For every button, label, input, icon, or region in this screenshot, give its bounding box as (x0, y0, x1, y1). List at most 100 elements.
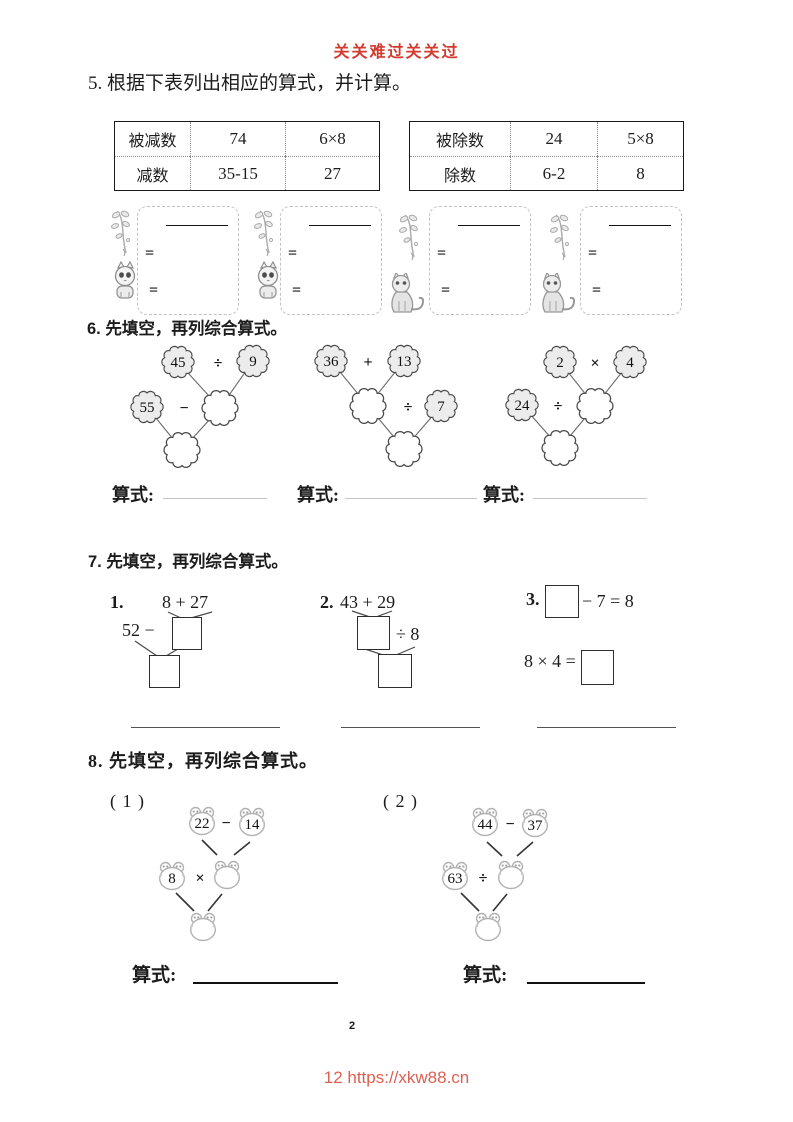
formula-write-line[interactable] (193, 982, 338, 984)
empty-bubble[interactable] (385, 431, 423, 467)
table-cell: 27 (285, 156, 379, 190)
equals-sign: = (592, 282, 602, 299)
q7-top-expression: 8 + 27 (162, 592, 209, 612)
bubble-value: 9 (249, 354, 257, 370)
bubble-value: 55 (140, 400, 155, 416)
answer-write-line[interactable] (458, 225, 520, 226)
table-cell: 74 (190, 122, 285, 156)
operator: − (179, 400, 188, 417)
bubble-value: 24 (515, 398, 531, 414)
fill-box[interactable] (581, 650, 614, 685)
operator: ÷ (214, 355, 223, 372)
bubble-value: 45 (171, 355, 186, 371)
bubble-value: 4 (626, 355, 634, 371)
formula-label: 算式: (297, 485, 339, 505)
answer-write-line[interactable] (166, 225, 228, 226)
q5-answer-box-1[interactable] (137, 206, 239, 315)
q6-title: 6. 先填空，再列综合算式。 (87, 320, 287, 338)
operator: ÷ (479, 870, 488, 887)
q8-item-number: ( 2 ) (383, 791, 418, 811)
answer-write-line[interactable] (609, 225, 671, 226)
bubble-value: 8 (168, 871, 176, 887)
fill-box[interactable] (378, 654, 412, 688)
kitten-icon (257, 261, 279, 299)
equals-sign: = (588, 245, 598, 262)
q5-table-division: 被除数 24 5×8 除数 6-2 8 (409, 121, 684, 191)
equals-sign: = (437, 245, 447, 262)
empty-bubble[interactable] (541, 430, 579, 466)
q6-diagrams: 45 ÷ 9 55 − 36 + 13 ÷ 7 2 × 4 24 ÷ (130, 344, 647, 468)
empty-bubble[interactable] (576, 388, 614, 424)
operator: ÷ (404, 399, 413, 416)
formula-label: 算式: (112, 485, 154, 505)
table-cell: 8 (597, 156, 683, 190)
answer-write-line[interactable] (341, 727, 480, 728)
formula-write-line[interactable] (533, 498, 647, 499)
fill-box[interactable] (357, 616, 390, 650)
answer-write-line[interactable] (309, 225, 371, 226)
vine-icon (398, 213, 419, 261)
q5-title: 5. 根据下表列出相应的算式，并计算。 (88, 73, 412, 94)
table-cell: 6-2 (510, 156, 597, 190)
q5-answer-box-3[interactable] (429, 206, 531, 315)
q8-item-number: ( 1 ) (110, 791, 145, 811)
bubble-value: 36 (324, 354, 340, 370)
q7-side-expression: ÷ 8 (396, 624, 420, 644)
frog-empty-bubble[interactable] (189, 912, 217, 942)
empty-bubble[interactable] (349, 388, 387, 424)
operator: ÷ (554, 398, 563, 415)
table-cell: 减数 (115, 156, 190, 190)
bubble-value: 2 (556, 355, 564, 371)
operator: − (221, 815, 230, 832)
bubble-value: 14 (245, 817, 261, 833)
operator: + (363, 354, 372, 371)
table-cell: 24 (510, 122, 597, 156)
table-cell: 6×8 (285, 122, 379, 156)
frog-empty-bubble[interactable] (213, 860, 241, 890)
formula-label: 算式: (483, 485, 525, 505)
frog-empty-bubble[interactable] (498, 860, 524, 890)
frog-empty-bubble[interactable] (475, 912, 501, 942)
q5-answer-box-2[interactable] (280, 206, 382, 315)
q7-equation-suffix: − 7 = 8 (582, 591, 634, 611)
fill-box[interactable] (172, 617, 202, 650)
bubble-value: 63 (448, 871, 463, 887)
q7-title: 7. 先填空，再列综合算式。 (88, 553, 288, 571)
q5-answer-box-4[interactable] (580, 206, 682, 315)
fill-box[interactable] (149, 655, 180, 688)
cat-icon (541, 273, 576, 313)
formula-write-line[interactable] (527, 982, 645, 984)
empty-bubble[interactable] (163, 432, 201, 468)
fill-box[interactable] (545, 585, 579, 618)
formula-label: 算式: (463, 965, 508, 986)
table-cell: 35-15 (190, 156, 285, 190)
answer-write-line[interactable] (537, 727, 676, 728)
equals-sign: = (145, 245, 155, 262)
table-cell: 除数 (410, 156, 510, 190)
q8-title: 8. 先填空，再列综合算式。 (88, 751, 318, 771)
q7-item-number: 3. (526, 589, 540, 609)
formula-label: 算式: (132, 965, 177, 986)
page-number: 2 (349, 1020, 356, 1032)
bubble-value: 44 (478, 817, 494, 833)
q7-equation-prefix: 8 × 4 = (524, 651, 576, 671)
table-cell: 5×8 (597, 122, 683, 156)
answer-write-line[interactable] (131, 727, 280, 728)
empty-bubble[interactable] (201, 390, 239, 426)
vine-icon (110, 209, 131, 257)
vine-icon (253, 209, 274, 257)
q8-diagrams: 22 − 14 8 × 44 − 37 63 ÷ (158, 806, 548, 942)
q7-side-expression: 52 − (122, 620, 155, 640)
header-slogan: 关关难过关关过 (333, 44, 460, 61)
q7-item-number: 1. (110, 592, 124, 612)
formula-write-line[interactable] (345, 498, 477, 499)
bubble-value: 13 (397, 354, 412, 370)
bubble-value: 22 (195, 816, 210, 832)
operator: × (195, 870, 204, 887)
equals-sign: = (288, 245, 298, 262)
table-cell: 被减数 (128, 133, 177, 150)
equals-sign: = (441, 282, 451, 299)
equals-sign: = (292, 282, 302, 299)
formula-write-line[interactable] (163, 498, 267, 499)
watermark-link[interactable]: 12 https://xkw88.cn (323, 1068, 470, 1087)
